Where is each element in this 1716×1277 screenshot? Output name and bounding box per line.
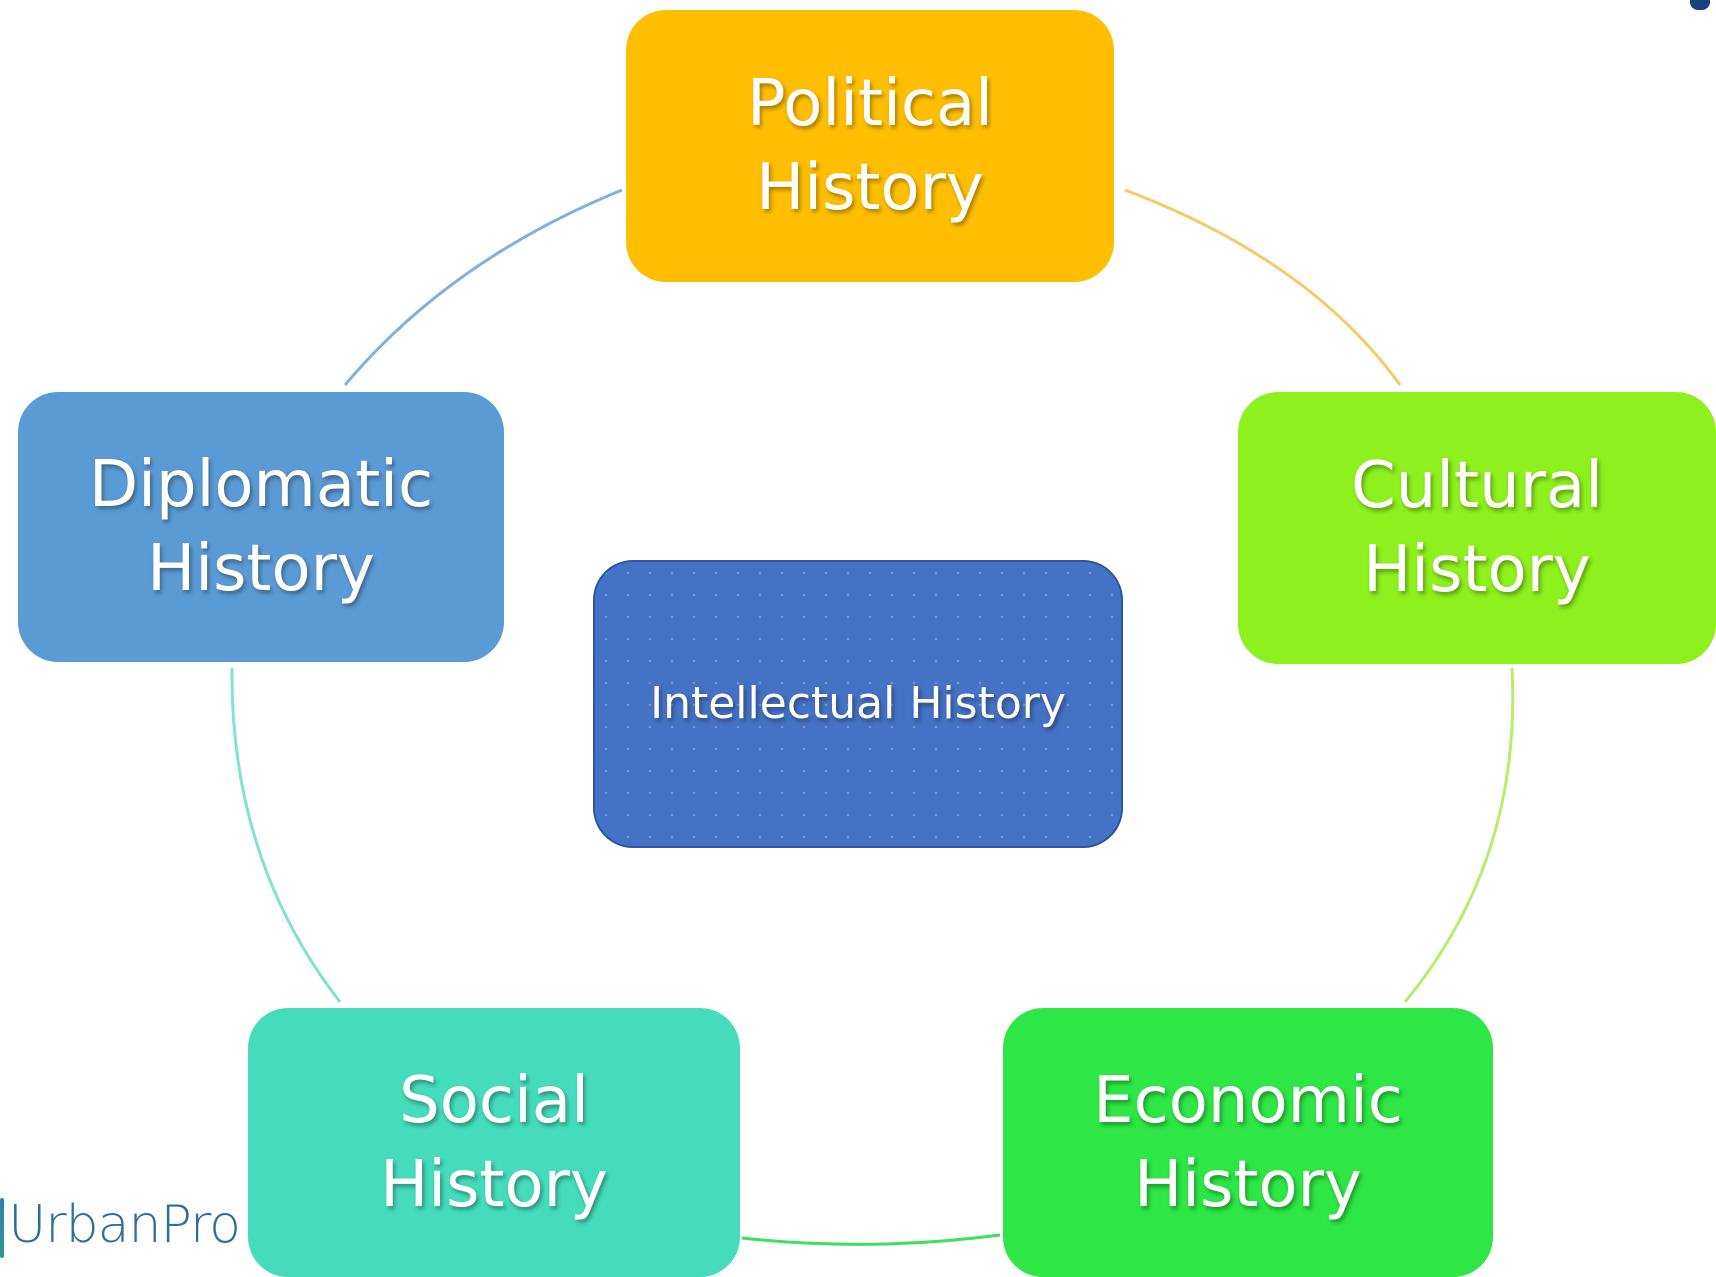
corner-decoration	[1690, 0, 1710, 10]
node-social-history: Social History	[248, 1008, 740, 1277]
node-political-history: Political History	[626, 10, 1114, 282]
connector-economic-social	[741, 1233, 1001, 1246]
node-label: Diplomatic History	[88, 448, 434, 606]
logo-text: UrbanPro	[8, 1195, 241, 1255]
connector-social-diplomatic	[230, 667, 342, 1003]
node-label: Social History	[380, 1063, 608, 1222]
connector-diplomatic-political	[343, 188, 623, 386]
node-label: Economic History	[1093, 1063, 1403, 1222]
logo-icon	[0, 1198, 5, 1258]
node-intellectual-history: Intellectual History	[593, 560, 1123, 848]
urbanpro-logo: UrbanPro	[0, 1190, 241, 1277]
node-label: Cultural History	[1351, 449, 1603, 607]
connector-political-cultural	[1124, 188, 1402, 386]
node-label: Political History	[746, 67, 994, 225]
node-diplomatic-history: Diplomatic History	[18, 392, 504, 662]
connector-cultural-economic	[1403, 667, 1515, 1003]
node-cultural-history: Cultural History	[1238, 392, 1716, 664]
center-label: Intellectual History	[650, 678, 1066, 729]
node-economic-history: Economic History	[1003, 1008, 1493, 1277]
